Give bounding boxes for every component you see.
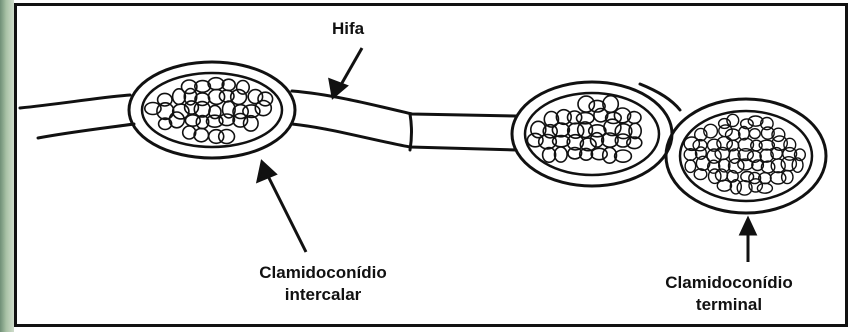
terminal-label-line2: terminal bbox=[634, 294, 824, 316]
intercalar-outer-wall bbox=[129, 62, 295, 158]
hypha-middle-bottom-wall bbox=[292, 124, 516, 150]
hypha-septum bbox=[410, 114, 412, 150]
hifa-label: Hifa bbox=[332, 18, 364, 40]
terminal-second-granules bbox=[684, 114, 805, 195]
granule bbox=[173, 89, 186, 105]
terminal-second-outer-wall bbox=[666, 99, 826, 213]
terminal-label-line1: Clamidoconídio bbox=[634, 272, 824, 294]
intercalar-label-line1: Clamidoconídio bbox=[218, 262, 428, 284]
intercalar-granules bbox=[145, 78, 273, 144]
granule bbox=[757, 183, 772, 193]
granule bbox=[552, 123, 569, 137]
granule bbox=[219, 130, 235, 144]
granule bbox=[749, 129, 760, 139]
granule bbox=[782, 170, 793, 183]
granule bbox=[219, 114, 234, 126]
terminal-chlamydoconidium-label: Clamidoconídio terminal bbox=[634, 272, 824, 316]
granule bbox=[145, 103, 161, 115]
granule bbox=[194, 128, 208, 141]
granule bbox=[237, 81, 250, 95]
intercalar-label-line2: intercalar bbox=[218, 284, 428, 306]
intercalar-arrow-head bbox=[258, 162, 275, 181]
intercalar-inner-wall bbox=[142, 73, 282, 147]
granule bbox=[255, 101, 271, 116]
hypha-left-bottom-wall bbox=[38, 124, 134, 138]
hypha-middle-top-wall bbox=[292, 91, 516, 116]
granule bbox=[685, 160, 696, 173]
intercalar-chlamydoconidium-label: Clamidoconídio intercalar bbox=[218, 262, 428, 306]
intercalar-arrow-shaft bbox=[266, 172, 306, 252]
granule bbox=[527, 133, 543, 146]
hypha-left-top-wall bbox=[20, 95, 130, 108]
terminal-arrow-head bbox=[741, 219, 755, 234]
granule bbox=[771, 159, 785, 173]
granule bbox=[194, 102, 210, 117]
granule bbox=[543, 148, 556, 163]
terminal-second-inner-wall bbox=[680, 111, 812, 201]
granule bbox=[717, 180, 731, 191]
granule bbox=[169, 112, 184, 128]
